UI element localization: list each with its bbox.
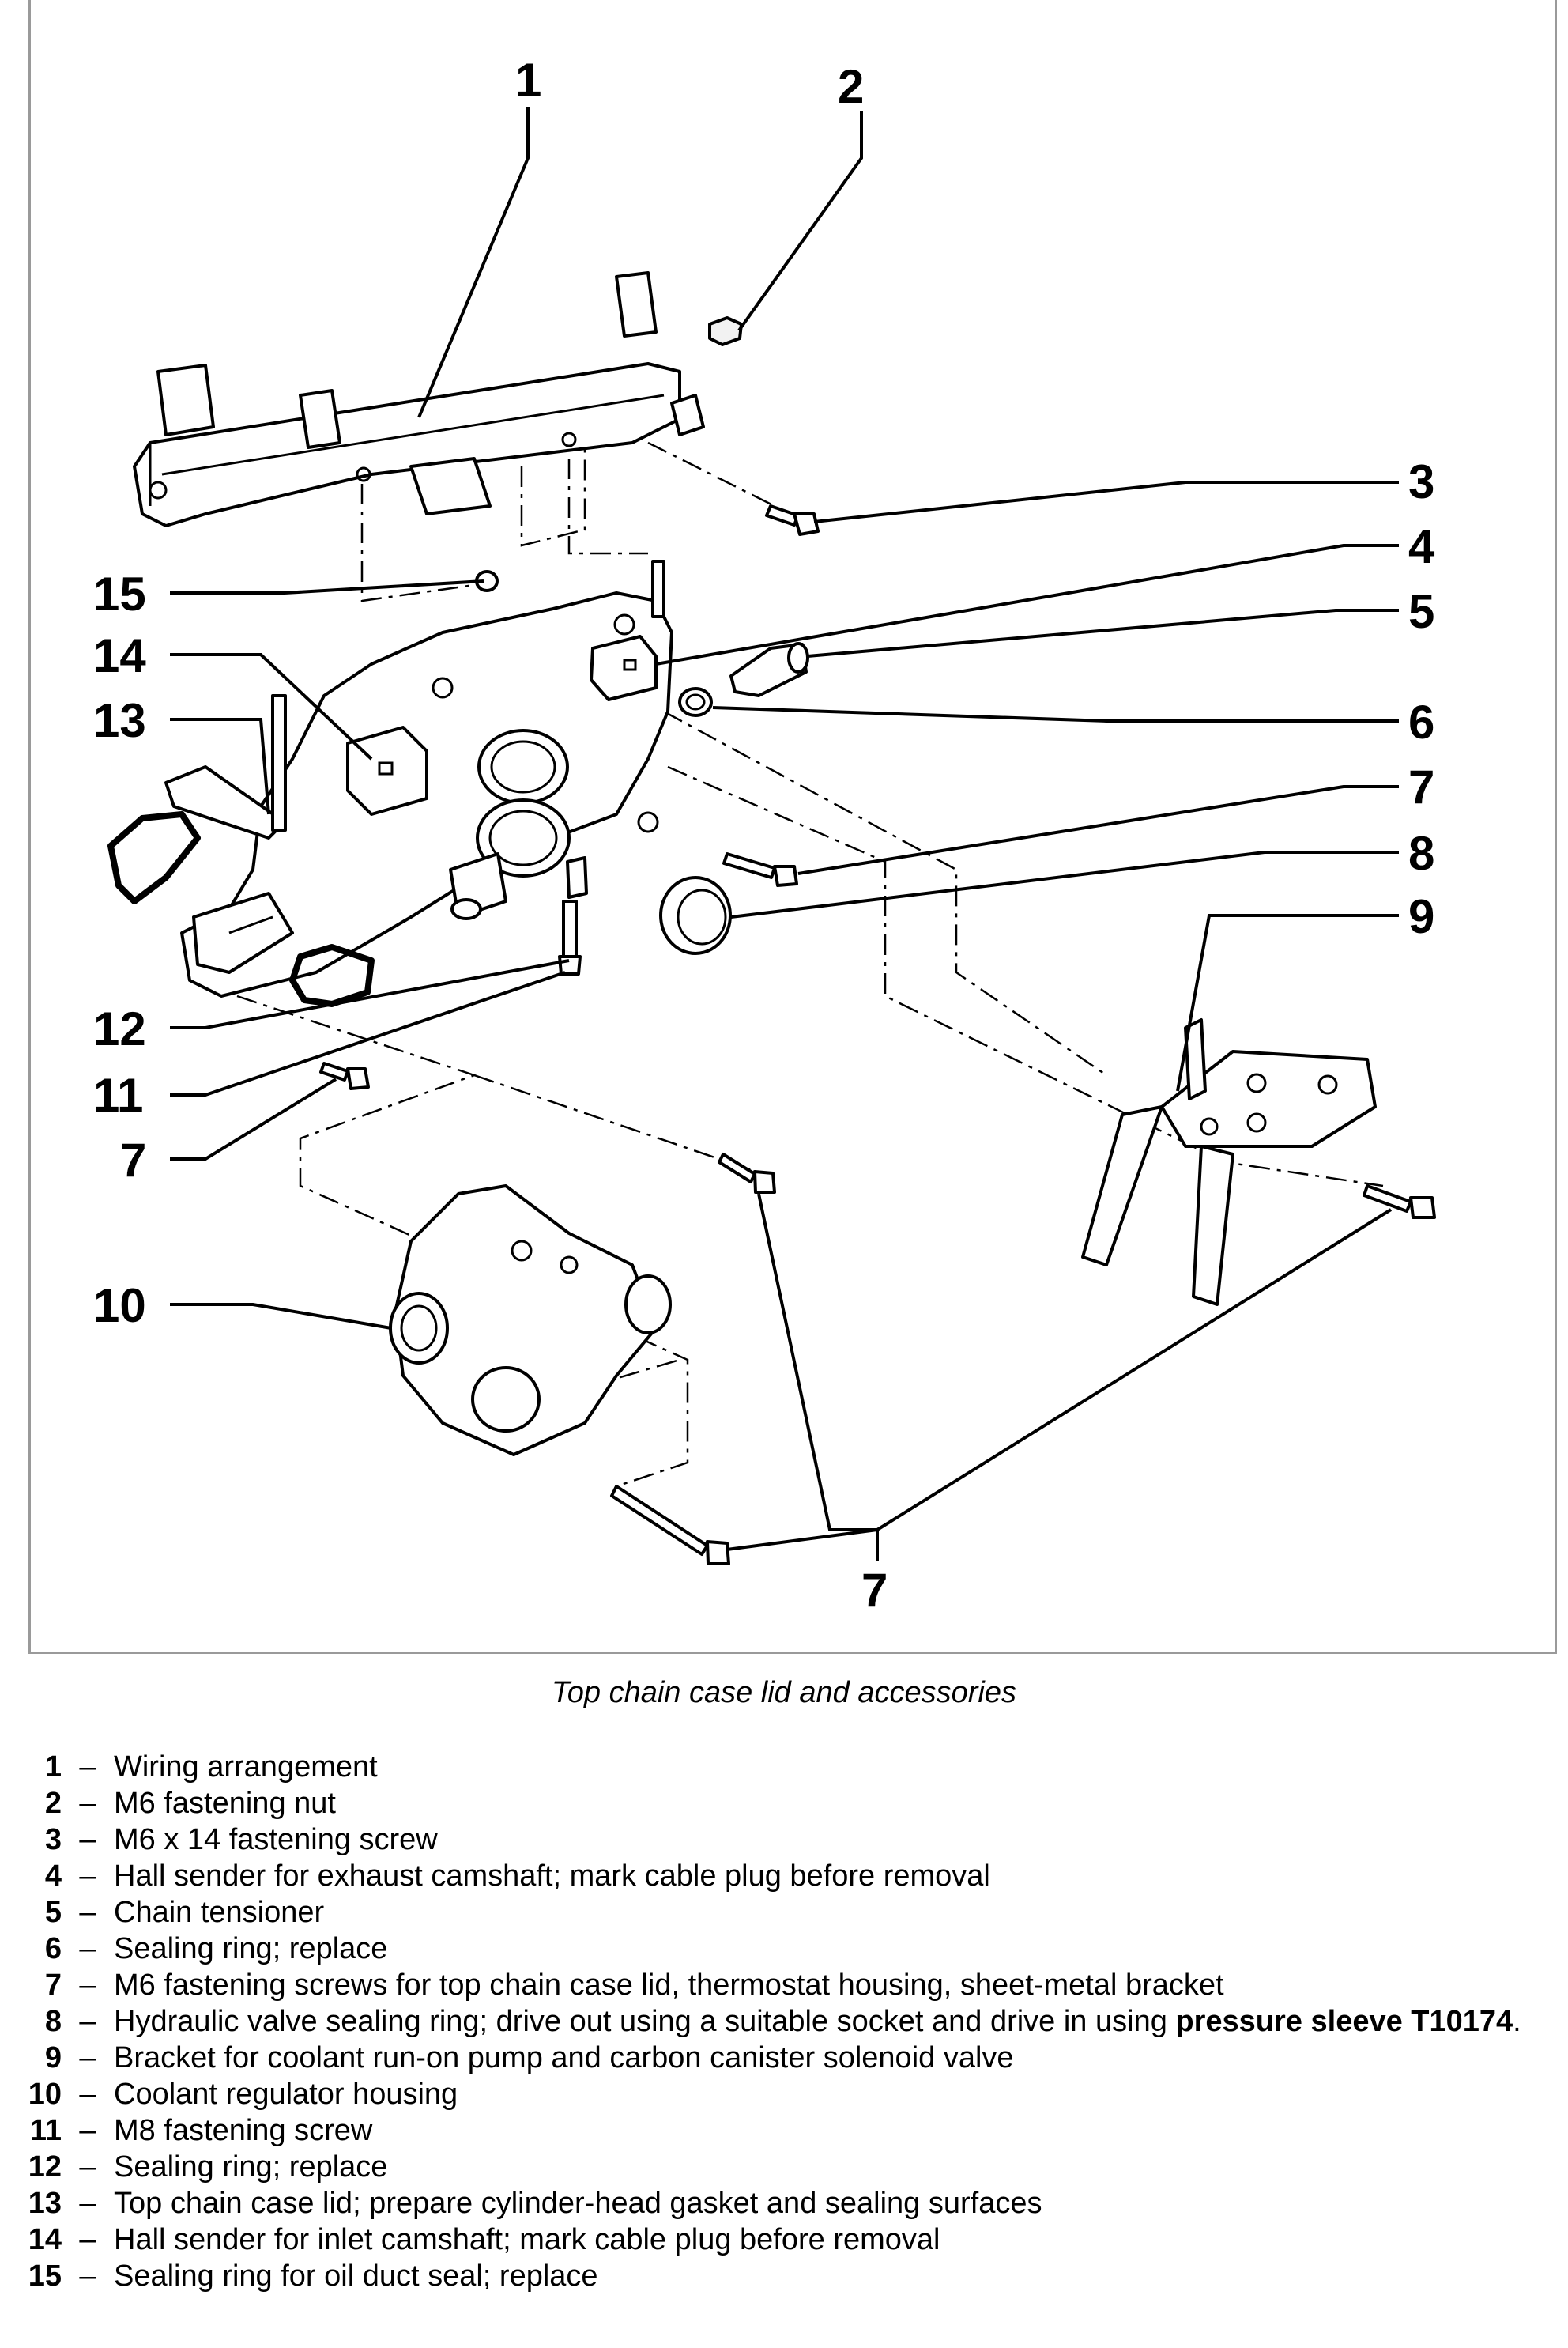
legend-description: M6 x 14 fastening screw	[114, 1823, 438, 1856]
legend-description: Sealing ring; replace	[114, 1932, 388, 1965]
callout-15: 15	[93, 568, 146, 621]
hall-sender-inlet-part	[346, 726, 428, 816]
legend-number: 1	[44, 1750, 62, 1784]
legend-dash: –	[79, 1823, 96, 1856]
callout-12: 12	[93, 1002, 146, 1055]
wiring-arrangement-part	[133, 271, 705, 527]
legend-description: M6 fastening screws for top chain case l…	[114, 1969, 1224, 2002]
hydraulic-valve-seal-part	[659, 876, 732, 955]
callout-14: 14	[93, 629, 146, 682]
legend-number: 13	[28, 2187, 62, 2220]
legend-number: 9	[44, 2041, 62, 2074]
legend-item: 9 – Bracket for coolant run-on pump and …	[16, 2040, 1541, 2076]
coolant-regulator-housing-part	[389, 1184, 672, 1456]
legend-number: 6	[44, 1932, 62, 1965]
legend-item: 10 – Coolant regulator housing	[16, 2076, 1541, 2112]
legend-description: Chain tensioner	[114, 1896, 325, 1929]
legend-description: Hall sender for exhaust camshaft; mark c…	[114, 1859, 990, 1893]
legend-number: 11	[29, 2114, 62, 2147]
assembly-lines	[236, 441, 1384, 1488]
callout-11: 11	[93, 1069, 143, 1122]
legend-dash: –	[79, 2005, 96, 2038]
special-tool-name: pressure sleeve T10174	[1175, 2005, 1513, 2038]
legend-number: 15	[28, 2259, 62, 2293]
legend-dash: –	[79, 1859, 96, 1893]
legend-item: 15 – Sealing ring for oil duct seal; rep…	[16, 2258, 1541, 2294]
callout-8: 8	[1408, 827, 1434, 880]
legend-number: 7	[44, 1969, 62, 2002]
legend-dash: –	[79, 2223, 96, 2256]
sealing-ring-part-6	[678, 687, 713, 717]
legend-description: Hall sender for inlet camshaft; mark cab…	[114, 2223, 940, 2256]
legend-dash: –	[79, 2114, 96, 2147]
legend-item: 12 – Sealing ring; replace	[16, 2149, 1541, 2185]
legend-number: 5	[44, 1896, 62, 1929]
m6-nut-part	[708, 316, 743, 346]
callout-1: 1	[515, 54, 541, 107]
m6-screws-part-7	[319, 852, 1436, 1565]
callout-2: 2	[838, 60, 864, 113]
callout-numbers: 1 2 3 4 5 6 7 8 9 15 14 13 12 11 7 10 7	[93, 54, 1435, 1617]
legend-number: 10	[28, 2078, 62, 2111]
legend-dash: –	[79, 2150, 96, 2184]
legend-description: Wiring arrangement	[114, 1750, 378, 1784]
legend-description: Sealing ring; replace	[114, 2150, 388, 2184]
callout-9: 9	[1408, 890, 1434, 943]
legend-item: 5 – Chain tensioner	[16, 1894, 1541, 1931]
callout-5: 5	[1408, 585, 1434, 638]
exploded-parts-diagram: 1 2 3 4 5 6 7 8 9 15 14 13 12 11 7 10 7	[93, 54, 1436, 1617]
sealing-ring-part-12	[107, 811, 375, 1007]
legend-item: 4 – Hall sender for exhaust camshaft; ma…	[16, 1858, 1541, 1894]
callout-10: 10	[93, 1279, 146, 1332]
legend-item: 13 – Top chain case lid; prepare cylinde…	[16, 2185, 1541, 2222]
legend-item: 7 – M6 fastening screws for top chain ca…	[16, 1967, 1541, 2003]
legend-item: 1 – Wiring arrangement	[16, 1749, 1541, 1785]
legend-dash: –	[79, 1896, 96, 1929]
callout-4: 4	[1408, 520, 1435, 573]
m8-screw-part	[558, 900, 582, 976]
legend-number: 2	[44, 1787, 62, 1820]
legend-dash: –	[79, 1750, 96, 1784]
legend-dash: –	[79, 2078, 96, 2111]
legend-description: M6 fastening nut	[114, 1787, 336, 1820]
legend-description: Top chain case lid; prepare cylinder-hea…	[114, 2187, 1042, 2220]
leader-lines	[170, 107, 1399, 1561]
callout-3: 3	[1408, 455, 1434, 508]
legend-number: 12	[28, 2150, 62, 2184]
legend-dash: –	[79, 2041, 96, 2074]
legend-description: Bracket for coolant run-on pump and carb…	[114, 2041, 1014, 2074]
legend-description: Sealing ring for oil duct seal; replace	[114, 2259, 598, 2293]
legend-description: M8 fastening screw	[114, 2114, 373, 2147]
legend-description-text: Hydraulic valve sealing ring; drive out …	[114, 2005, 1167, 2038]
legend-item: 2 – M6 fastening nut	[16, 1785, 1541, 1821]
callout-7-bottom: 7	[861, 1564, 888, 1617]
legend-description: Coolant regulator housing	[114, 2078, 458, 2111]
legend-dash: –	[79, 1932, 96, 1965]
callout-7-left: 7	[120, 1134, 146, 1187]
chain-tensioner-part	[729, 642, 809, 697]
legend-item: 14 – Hall sender for inlet camshaft; mar…	[16, 2222, 1541, 2258]
legend-number: 8	[44, 2005, 62, 2038]
legend-number: 14	[28, 2223, 62, 2256]
legend-item: 11 – M8 fastening screw	[16, 2112, 1541, 2149]
legend-description: Hydraulic valve sealing ring; drive out …	[114, 2003, 1541, 2040]
m6x14-screw-part	[765, 504, 820, 536]
legend-dash: –	[79, 1787, 96, 1820]
legend-item: 3 – M6 x 14 fastening screw	[16, 1821, 1541, 1858]
legend-dash: –	[79, 2259, 96, 2293]
legend-number: 4	[44, 1859, 62, 1893]
parts-legend: 1 – Wiring arrangement 2 – M6 fastening …	[16, 1749, 1541, 2294]
callout-13: 13	[93, 694, 146, 747]
callout-7-right: 7	[1408, 761, 1434, 813]
legend-dash: –	[79, 1969, 96, 2002]
legend-description-tail: .	[1513, 2005, 1521, 2038]
legend-item: 6 – Sealing ring; replace	[16, 1931, 1541, 1967]
hall-sender-exhaust-part	[590, 635, 658, 701]
legend-dash: –	[79, 2187, 96, 2220]
legend-number: 3	[44, 1823, 62, 1856]
bracket-part	[1081, 1018, 1377, 1306]
legend-item: 8 – Hydraulic valve sealing ring; drive …	[16, 2003, 1541, 2040]
figure-caption: Top chain case lid and accessories	[552, 1676, 1016, 1709]
callout-6: 6	[1408, 696, 1434, 749]
